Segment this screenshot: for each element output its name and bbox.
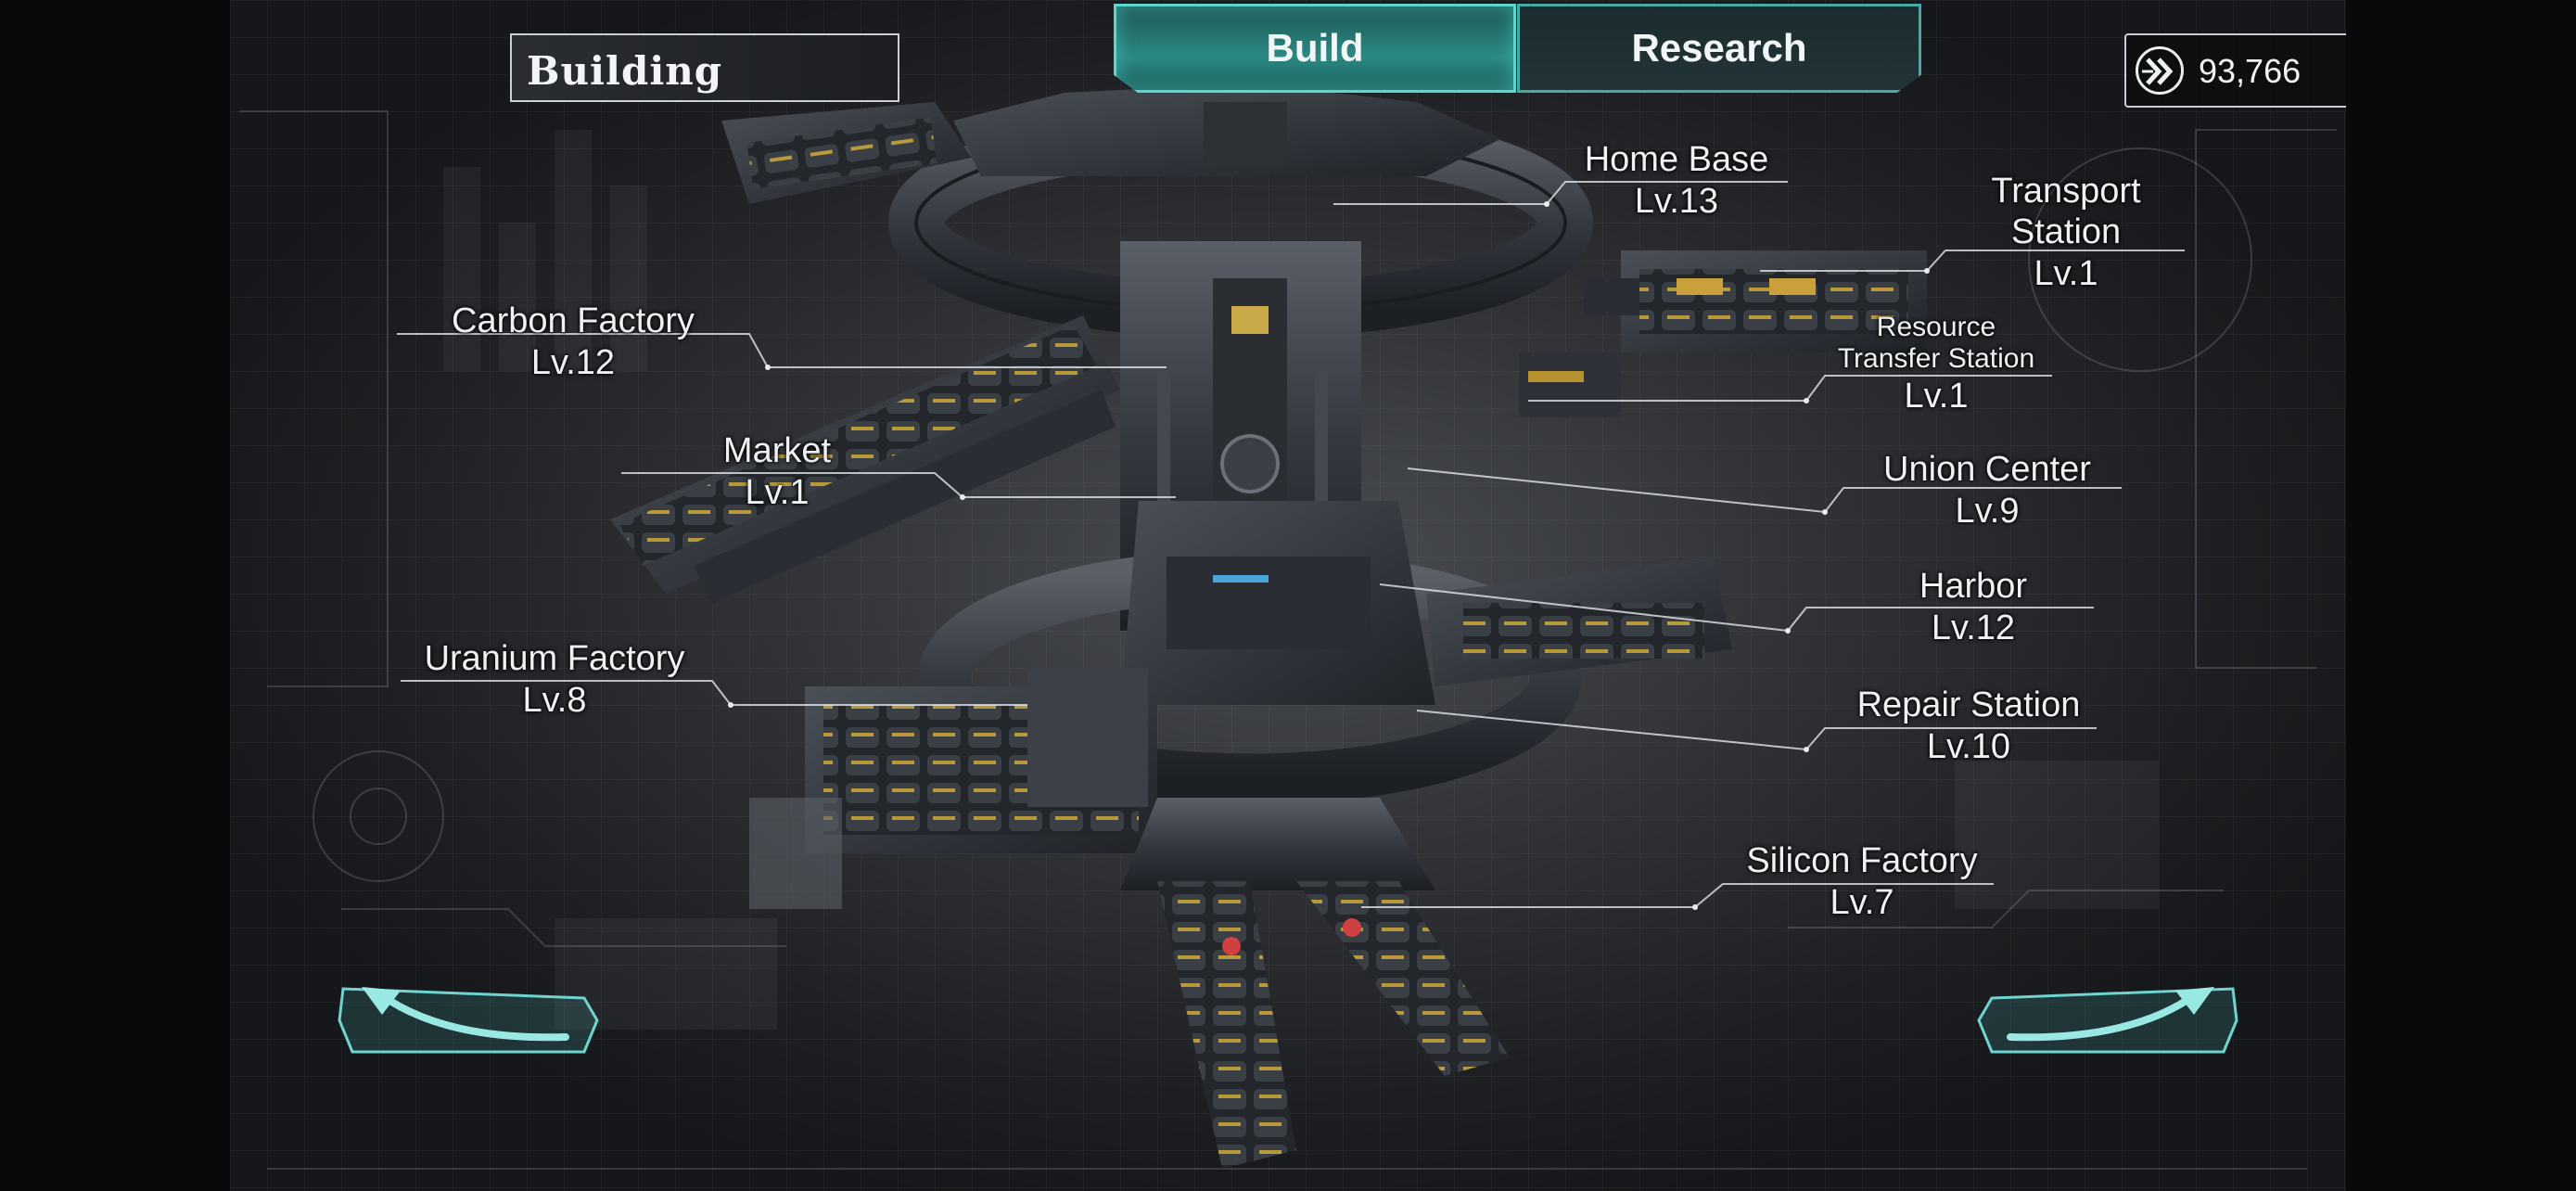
building-label-transport-station[interactable]: Transport Station Lv.1	[1945, 171, 2187, 295]
page-title: Building	[527, 48, 723, 94]
building-name-line2: Transfer Station	[1837, 343, 2035, 374]
building-level: Lv.1	[2034, 254, 2098, 293]
arrow-right-icon	[2007, 987, 2214, 1042]
building-level: Lv.12	[530, 343, 616, 382]
building-label-market[interactable]: Market Lv.1	[638, 430, 916, 514]
building-level: Lv.8	[522, 681, 587, 720]
building-level: Lv.12	[1931, 608, 2016, 647]
fast-forward-icon	[2136, 46, 2184, 95]
building-label-home-base[interactable]: Home Base Lv.13	[1565, 139, 1788, 223]
building-level: Lv.1	[745, 473, 810, 512]
building-name: Repair Station	[1856, 685, 2081, 724]
game-viewport: Building Build Research 93,766	[230, 0, 2346, 1191]
currency-value: 93,766	[2199, 52, 2302, 90]
building-level: Lv.9	[1955, 492, 2020, 531]
building-name: Market	[722, 431, 832, 470]
tab-research-label: Research	[1631, 26, 1807, 70]
arrow-left-icon	[362, 987, 569, 1042]
building-name: Silicon Factory	[1746, 841, 1978, 880]
building-level: Lv.1	[1904, 377, 1969, 416]
building-name: Home Base	[1584, 140, 1769, 179]
building-name-line1: Resource	[1876, 312, 1996, 342]
space-station-model[interactable]	[230, 0, 2346, 1191]
hud-decoration	[239, 110, 2337, 1170]
building-level: Lv.7	[1830, 883, 1894, 922]
prev-view-button[interactable]	[334, 983, 603, 1057]
building-label-resource-transfer-station[interactable]: Resource Transfer Station Lv.1	[1825, 312, 2047, 417]
building-label-carbon-factory[interactable]: Carbon Factory Lv.12	[415, 301, 731, 384]
building-name-line1: Transport	[1991, 172, 2141, 211]
building-level: Lv.13	[1634, 182, 1719, 221]
label-leader-lines	[397, 181, 2185, 910]
building-label-union-center[interactable]: Union Center Lv.9	[1853, 449, 2122, 532]
page-title-box: Building	[510, 33, 899, 102]
building-label-harbor[interactable]: Harbor Lv.12	[1862, 566, 2085, 649]
building-label-repair-station[interactable]: Repair Station Lv.10	[1834, 685, 2103, 768]
building-label-silicon-factory[interactable]: Silicon Factory Lv.7	[1714, 840, 2010, 924]
building-name: Harbor	[1919, 567, 2028, 606]
building-level: Lv.10	[1926, 727, 2011, 766]
building-name: Union Center	[1883, 450, 2091, 489]
building-label-uranium-factory[interactable]: Uranium Factory Lv.8	[397, 638, 712, 722]
building-name: Carbon Factory	[452, 301, 695, 340]
tab-build-label: Build	[1266, 26, 1364, 70]
tab-research[interactable]: Research	[1517, 4, 1921, 93]
currency-display[interactable]: 93,766	[2124, 33, 2346, 108]
tab-build[interactable]: Build	[1114, 4, 1516, 93]
building-name: Uranium Factory	[424, 639, 685, 678]
building-name-line2: Station	[2010, 212, 2122, 251]
next-view-button[interactable]	[1973, 983, 2242, 1057]
